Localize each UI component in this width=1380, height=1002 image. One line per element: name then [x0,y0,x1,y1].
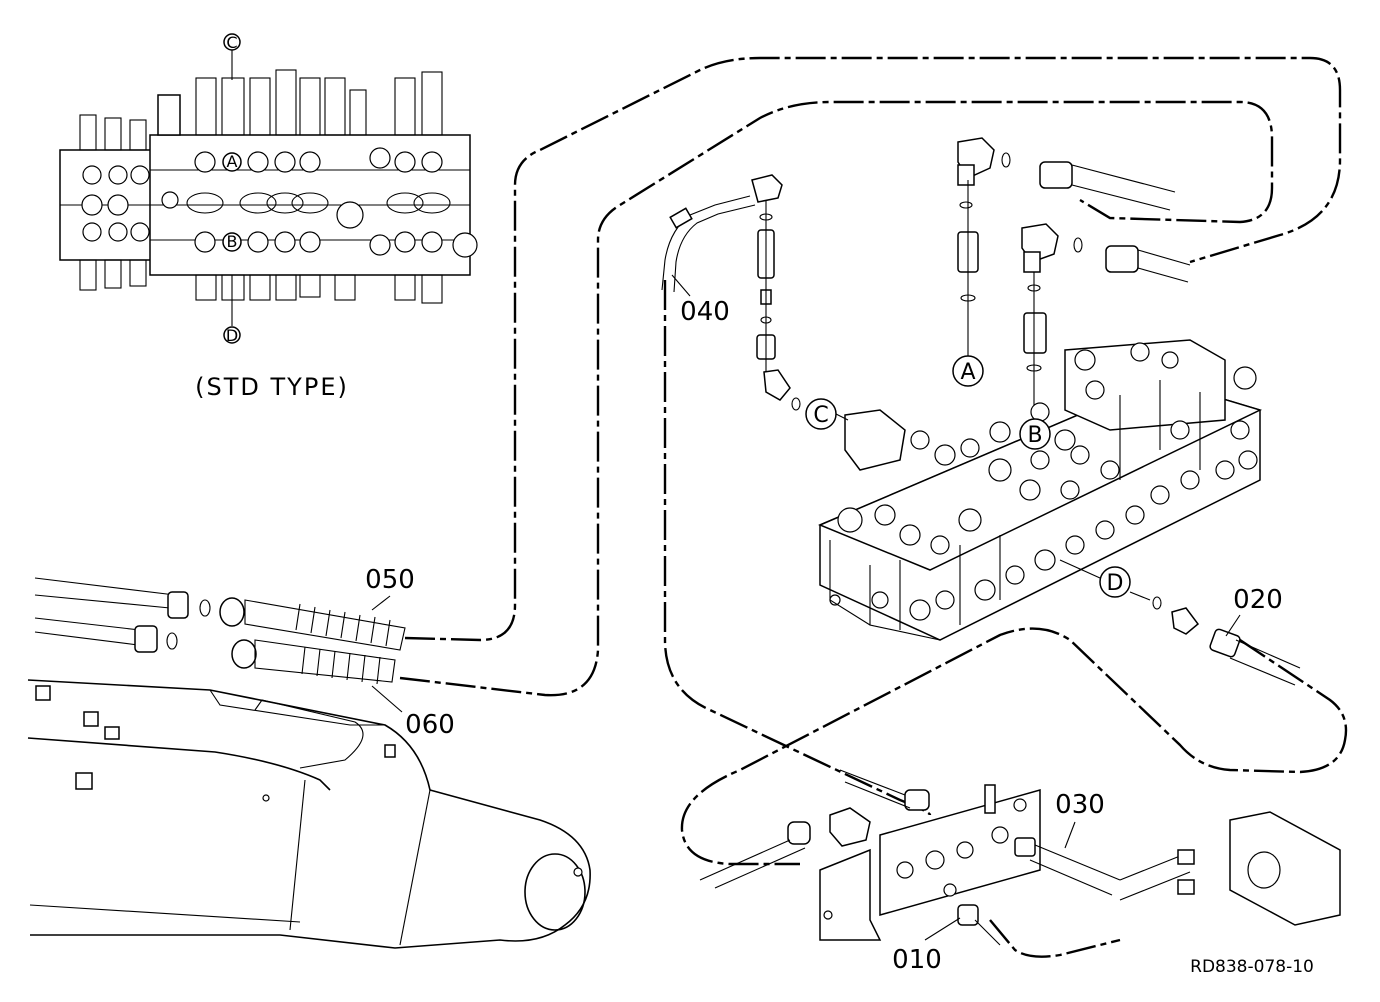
part-label-060: 060 [405,710,455,740]
fitting-chain-040 [661,174,801,411]
inset-marker-b: B [227,232,238,251]
port-marker-a: A [960,360,975,385]
lower-valve-assembly [699,769,1341,946]
inset-marker-c: C [226,33,237,52]
left-hose-assemblies [34,577,406,713]
inset-marker-a: A [227,152,238,171]
part-label-050: 050 [365,565,415,595]
inset-caption: (STD TYPE) [195,373,349,401]
boom-arm [27,679,591,949]
part-label-020: 020 [1233,585,1283,615]
part-label-010: 010 [892,945,942,975]
drawing-code: RD838-078-10 [1190,957,1314,977]
main-control-valve [818,339,1263,641]
top-fittings [957,137,1191,420]
hose-routes [399,56,1348,958]
fittings-020 [1129,591,1301,686]
part-labels: 010 020 030 040 050 060 [365,274,1283,975]
part-label-040: 040 [680,297,730,327]
port-marker-d: D [1107,571,1124,596]
port-marker-b: B [1027,423,1042,448]
port-marker-c: C [813,403,828,428]
inset-control-valve: C A B D [59,33,478,345]
part-label-030: 030 [1055,790,1105,820]
inset-marker-d: D [226,326,238,345]
port-markers: A B C D [805,355,1131,598]
